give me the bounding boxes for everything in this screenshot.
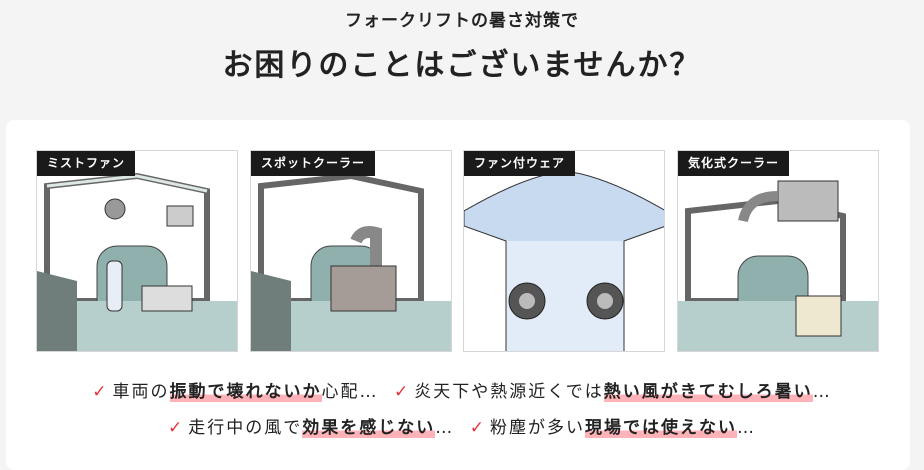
forklift-evaporative-cooler-illustration (678, 180, 878, 351)
concern-text: 粉塵が多い (489, 418, 585, 438)
concern-text: 炎天下や熱源近くでは (414, 382, 604, 402)
concern-highlight: 熱い風がきてむしろ暑い (603, 382, 813, 402)
concern-line-2: ✓走行中の風で効果を感じない… ✓粉塵が多い現場では使えない… (0, 413, 924, 438)
concern-suffix: … (736, 418, 756, 438)
section-subtitle: フォークリフトの暑さ対策で (345, 11, 579, 31)
concern-item: ✓走行中の風で効果を感じない… (168, 418, 454, 438)
concern-suffix: … (435, 418, 455, 438)
concern-item: ✓粉塵が多い現場では使えない… (470, 418, 756, 438)
card-fan-wear: ファン付ウェア (463, 150, 665, 352)
concern-text: 車両の (112, 382, 170, 402)
check-icon: ✓ (168, 418, 185, 438)
check-icon: ✓ (469, 418, 486, 438)
section-title: お困りのことはございませんか？ (222, 48, 702, 83)
card-spot-cooler: スポットクーラー (250, 150, 452, 352)
concern-suffix: … (812, 382, 832, 402)
concern-suffix: 心配… (321, 382, 379, 402)
forklift-mist-fan-illustration (37, 172, 237, 351)
card-evaporative-cooler: 気化式クーラー (677, 150, 879, 352)
concern-item: ✓炎天下や熱源近くでは熱い風がきてむしろ暑い… (394, 382, 832, 402)
concern-highlight: 効果を感じない (302, 418, 436, 438)
forklift-spot-cooler-illustration (251, 172, 451, 351)
check-icon: ✓ (92, 382, 109, 402)
card-label: 気化式クーラー (678, 151, 790, 176)
check-icon: ✓ (393, 382, 411, 402)
concern-line-1: ✓車両の振動で壊れないか心配… ✓炎天下や熱源近くでは熱い風がきてむしろ暑い… (0, 377, 924, 402)
concern-item: ✓車両の振動で壊れないか心配… (92, 382, 378, 402)
concern-highlight: 振動で壊れないか (169, 382, 322, 402)
card-mist-fan: ミストファン (36, 150, 238, 352)
card-label: ミストファン (37, 151, 136, 176)
concern-highlight: 現場では使えない (584, 418, 737, 438)
fan-wear-illustration (464, 170, 664, 351)
concern-text: 走行中の風で (188, 418, 303, 438)
card-label: スポットクーラー (251, 151, 376, 176)
card-label: ファン付ウェア (464, 151, 576, 176)
